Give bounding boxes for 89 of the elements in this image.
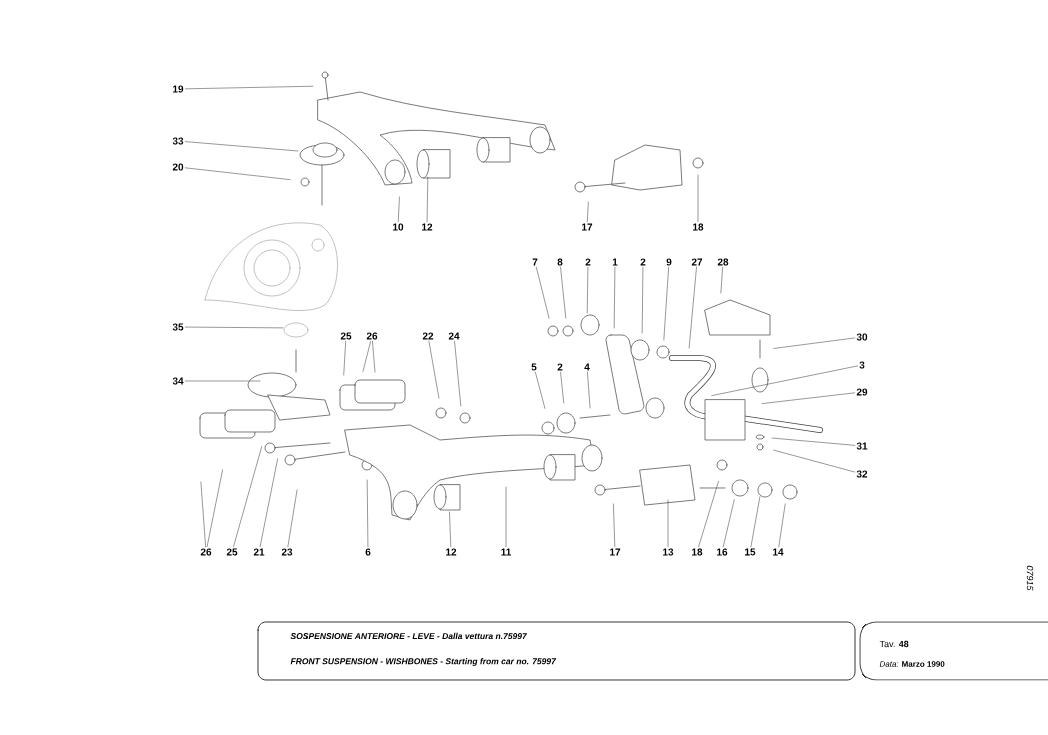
sheet-box: Tav. 48 Data: Marzo 1990 — [859, 621, 1048, 681]
leader-line — [200, 481, 206, 547]
callout-number: 8 — [557, 258, 563, 266]
leader-line — [688, 266, 697, 349]
leader-line — [428, 340, 440, 399]
leader-line — [587, 371, 591, 409]
callout-number: 26 — [200, 548, 212, 556]
callout-number: 11 — [501, 548, 511, 556]
callout-number: 15 — [745, 548, 756, 556]
leader-line — [536, 266, 550, 319]
leader-line — [698, 481, 719, 547]
callout-number: 10 — [393, 223, 404, 231]
leader-line — [641, 266, 644, 334]
callout-number: 17 — [610, 548, 621, 556]
leader-line — [366, 479, 369, 547]
callout-number: 18 — [693, 223, 704, 231]
callout-number: 28 — [717, 258, 729, 266]
callout-number: 34 — [172, 377, 184, 385]
leader-line — [233, 446, 262, 547]
callout-number: 14 — [773, 548, 784, 556]
callout-number: 35 — [172, 323, 184, 331]
leader-line — [343, 341, 346, 376]
callout-number: 18 — [692, 548, 703, 556]
callout-number: 22 — [422, 332, 434, 340]
leader-line — [720, 267, 723, 294]
callout-number: 27 — [691, 258, 703, 266]
callout-number: 20 — [172, 163, 184, 171]
callout-number: 4 — [584, 363, 590, 371]
callout-number: 17 — [582, 223, 593, 231]
leader-line — [185, 380, 261, 382]
leader-line — [587, 201, 589, 223]
callout-number: 31 — [856, 442, 868, 450]
callout-number: 7 — [532, 258, 538, 266]
leader-line — [454, 340, 462, 407]
callout-number: 5 — [531, 363, 537, 371]
leader-line — [761, 392, 855, 404]
callout-number: 25 — [226, 548, 238, 556]
leader-line — [667, 499, 669, 547]
leader-line — [372, 341, 376, 373]
callout-number: 12 — [422, 223, 433, 231]
leader-line — [560, 267, 567, 319]
leader-line — [613, 266, 616, 329]
leader-line — [697, 174, 699, 222]
leader-line — [535, 371, 546, 409]
callout-number: 19 — [173, 85, 184, 93]
callout-number: 29 — [856, 388, 868, 396]
leader-line — [449, 511, 452, 548]
callout-number: 13 — [663, 548, 674, 556]
leader-line — [398, 196, 400, 222]
leader-line — [362, 341, 371, 372]
callout-number: 26 — [366, 332, 378, 340]
leader-line — [185, 167, 291, 180]
title-box: SOSPENSIONE ANTERIORE - LEVE - Dalla vettura n.75997 FRONT SUSPENSION - WISHBONES - Starting from car no. 75997 — [257, 621, 856, 681]
leader-line — [773, 449, 855, 473]
callout-number: 25 — [340, 332, 352, 340]
leader-line — [613, 503, 616, 548]
callout-number: 23 — [281, 548, 293, 556]
leader-line — [206, 469, 223, 547]
leader-line — [185, 141, 299, 152]
leader-line — [750, 496, 761, 548]
leader-line — [185, 86, 314, 90]
leader-line — [259, 458, 278, 548]
callout-number: 3 — [859, 361, 865, 369]
leader-line — [771, 437, 855, 446]
leader-line — [711, 365, 858, 396]
drawing-number: 07915 — [1026, 565, 1034, 591]
callout-number: 2 — [640, 258, 646, 266]
leader-line — [778, 503, 786, 548]
leader-line — [723, 499, 735, 547]
callout-number: 24 — [448, 332, 460, 340]
callout-number: 16 — [717, 548, 728, 556]
leader-line — [560, 371, 564, 404]
callout-number: 9 — [666, 258, 672, 266]
callout-number: 1 — [612, 258, 618, 266]
leader-line — [185, 326, 284, 329]
leader-line — [505, 486, 507, 548]
callout-number: 21 — [253, 548, 265, 556]
leader-line — [663, 267, 669, 341]
callout-number: 30 — [856, 333, 868, 341]
leader-line — [773, 337, 855, 349]
callout-number: 2 — [585, 258, 591, 266]
callout-number: 2 — [557, 363, 563, 371]
callout-number: 12 — [446, 548, 457, 556]
leader-line — [586, 266, 589, 314]
callout-number: 32 — [856, 470, 868, 478]
leader-line — [287, 489, 298, 547]
callout-number: 33 — [172, 137, 184, 145]
callout-number: 6 — [365, 548, 371, 556]
leader-line — [426, 176, 429, 223]
